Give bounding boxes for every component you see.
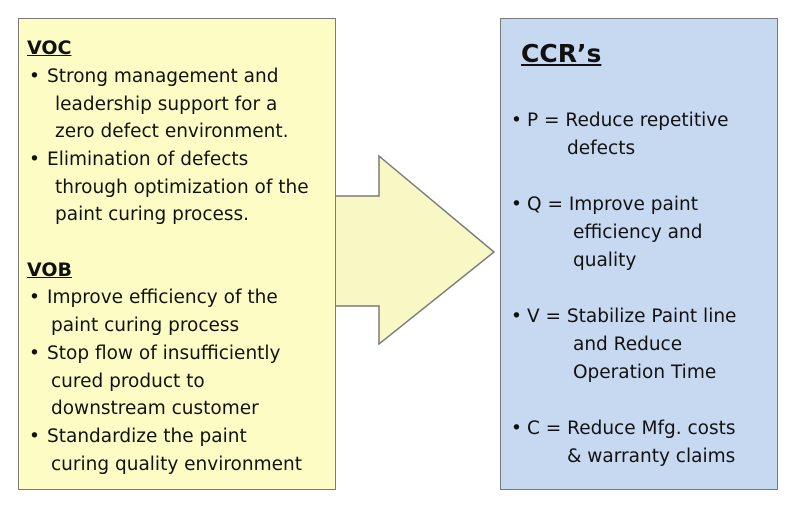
ccr-item-p-line-2: defects	[567, 138, 636, 159]
bullet: •	[29, 343, 40, 364]
ccr-item-q-line-2: efficiency and	[573, 222, 703, 243]
ccr-item-v-line-2: and Reduce	[573, 334, 683, 355]
ccr-item-c: • C = Reduce Mfg. costs & warranty claim…	[511, 415, 736, 471]
ccr-item-p-line-1: P = Reduce repetitive	[527, 110, 729, 131]
bullet: •	[511, 306, 522, 327]
vob-item-2: • Stop flow of insufficiently cured prod…	[29, 340, 281, 423]
voc-item-2-line-3: paint curing process.	[55, 204, 250, 225]
bullet: •	[511, 110, 522, 131]
vob-item-3-line-2: curing quality environment	[51, 453, 302, 475]
voc-item-2-line-1: Elimination of defects	[47, 149, 249, 170]
vob-item-1-line-2: paint curing process	[51, 314, 240, 336]
voc-item-2: • Elimination of defects through optimiz…	[29, 146, 309, 229]
voc-heading: VOC	[27, 37, 72, 59]
vob-item-2-line-3: downstream customer	[51, 398, 259, 419]
ccr-item-p: • P = Reduce repetitive defects	[511, 107, 729, 163]
bullet: •	[511, 194, 522, 215]
vob-item-1: • Improve efficiency of the paint curing…	[29, 284, 278, 339]
ccr-item-v-line-3: Operation Time	[573, 362, 717, 383]
voc-item-1-line-1: Strong management and	[47, 66, 279, 87]
ccr-item-c-line-2: & warranty claims	[567, 446, 736, 467]
vob-item-3-line-1: Standardize the paint	[47, 426, 247, 447]
voc-item-1-line-2: leadership support for a	[55, 93, 278, 115]
bullet: •	[29, 66, 40, 87]
vob-item-2-line-2: cured product to	[51, 370, 205, 392]
voc-item-1: • Strong management and leadership suppo…	[29, 63, 289, 146]
ccr-item-c-line-1: C = Reduce Mfg. costs	[527, 418, 736, 439]
ccr-item-q-line-1: Q = Improve paint	[527, 194, 698, 215]
ccr-item-q: • Q = Improve paint efficiency and quali…	[511, 191, 703, 275]
voc-item-1-line-3: zero defect environment.	[55, 121, 289, 142]
bullet: •	[29, 149, 40, 170]
ccr-item-v: • V = Stabilize Paint line and Reduce Op…	[511, 303, 736, 387]
bullet: •	[511, 418, 522, 439]
vob-item-1-line-1: Improve efficiency of the	[47, 287, 278, 308]
vob-heading: VOB	[27, 259, 73, 281]
bullet: •	[29, 426, 40, 447]
arrow-polygon	[333, 154, 496, 346]
vob-item-3: • Standardize the paint curing quality e…	[29, 423, 302, 478]
ccr-heading: CCR’s	[521, 39, 602, 68]
voice-panel: VOC • Strong management and leadership s…	[18, 18, 336, 490]
voc-item-2-line-2: through optimization of the	[55, 176, 309, 198]
ccr-item-v-line-1: V = Stabilize Paint line	[527, 306, 737, 327]
ccr-panel: CCR’s • P = Reduce repetitive defects • …	[500, 18, 778, 490]
bullet: •	[29, 287, 40, 308]
vob-item-2-line-1: Stop flow of insufficiently	[47, 343, 281, 364]
ccr-item-q-line-3: quality	[573, 250, 637, 271]
